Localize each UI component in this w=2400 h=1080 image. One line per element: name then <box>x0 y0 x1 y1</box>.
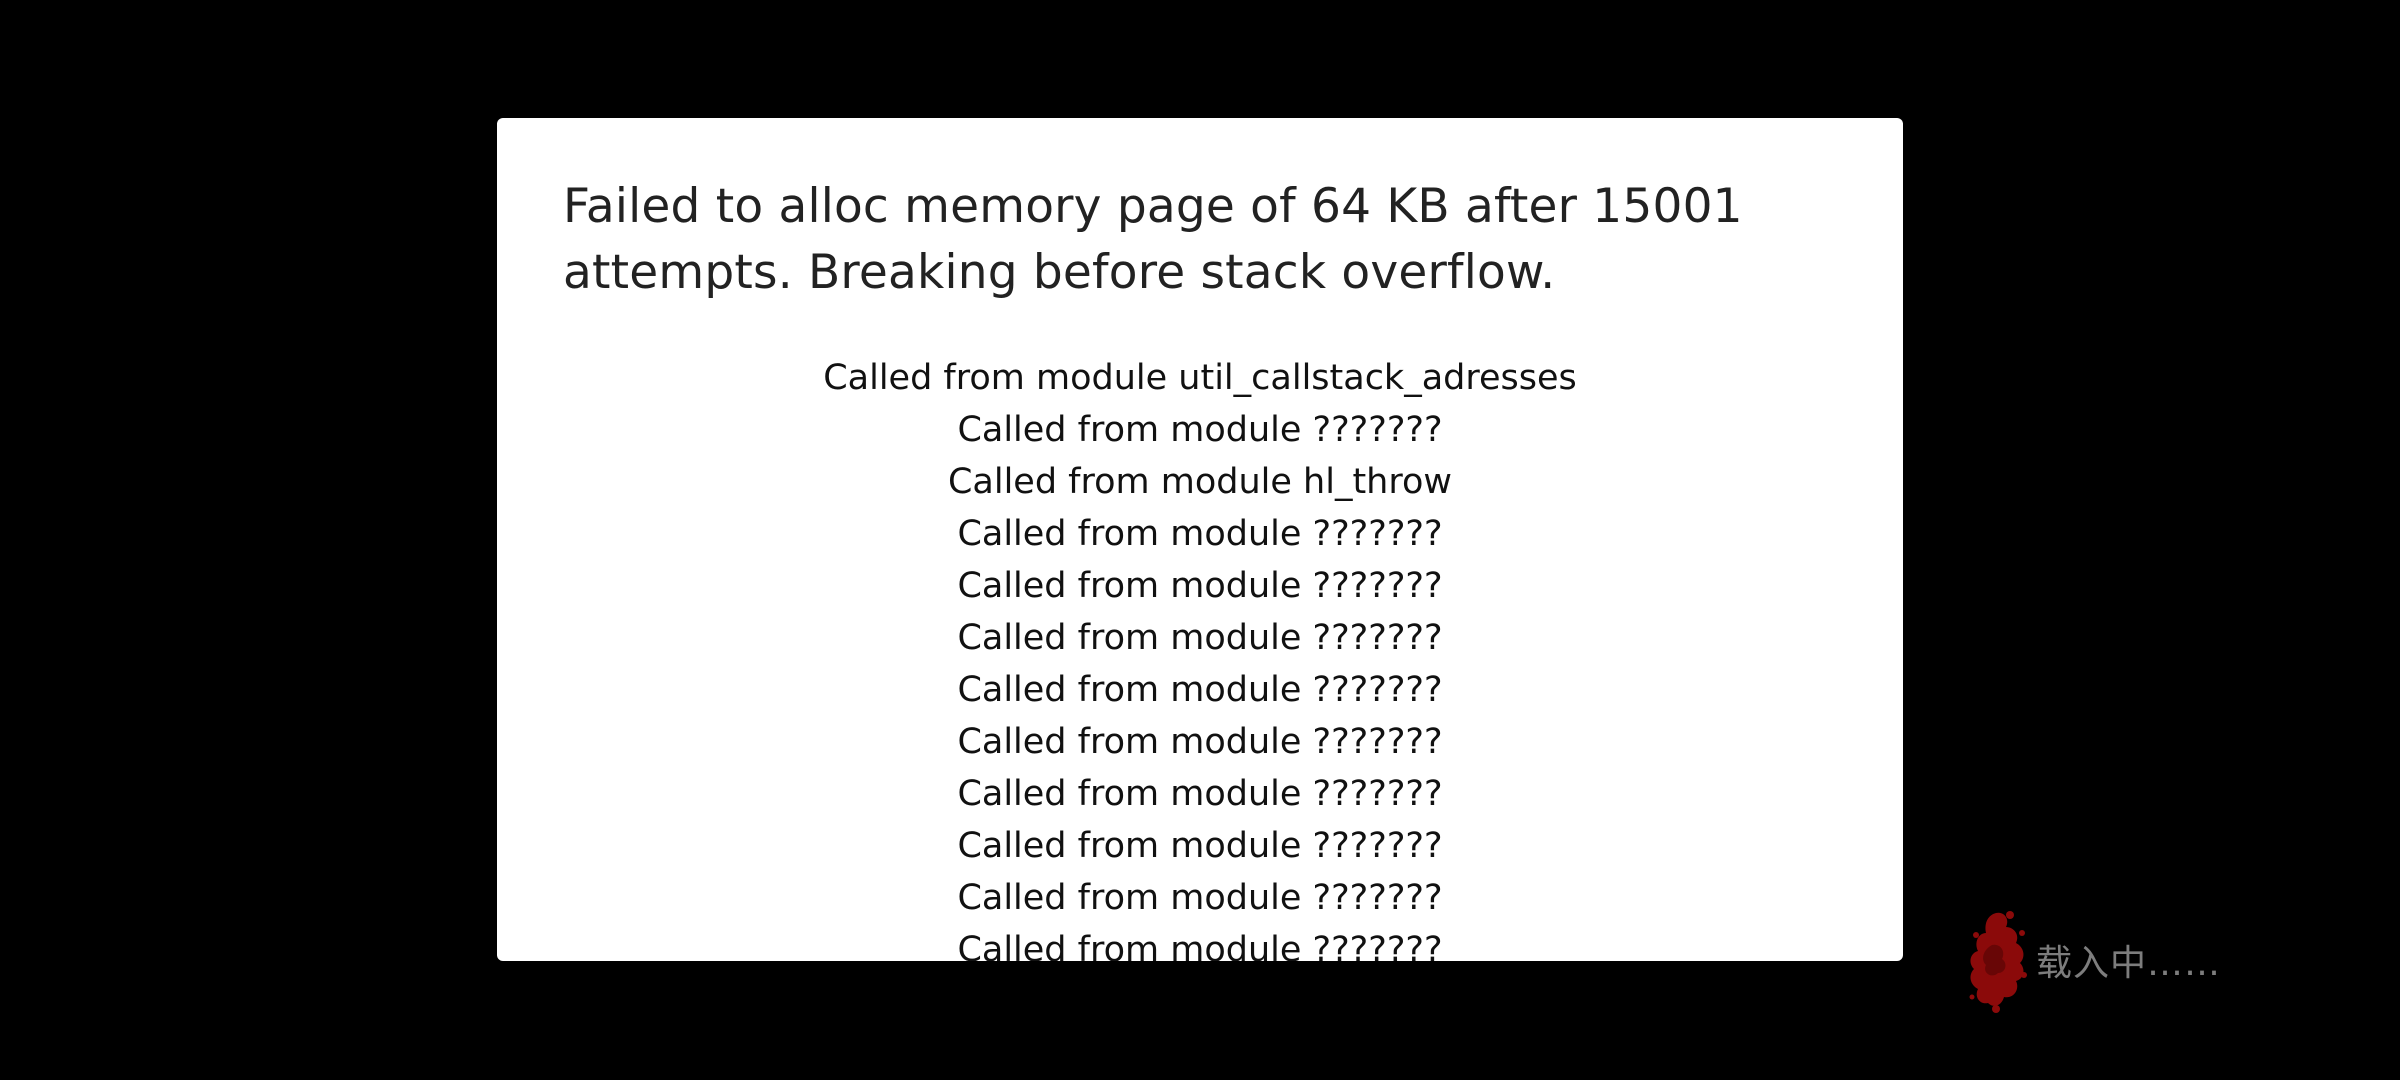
callstack-line: Called from module ??????? <box>957 930 1443 961</box>
error-message: Failed to alloc memory page of 64 KB aft… <box>563 179 1743 300</box>
callstack-list: Called from module util_callstack_adress… <box>497 352 1903 961</box>
callstack-line: Called from module ??????? <box>957 514 1443 554</box>
callstack-line: Called from module ??????? <box>957 878 1443 918</box>
red-splatter-icon <box>1969 911 2027 1013</box>
loading-indicator: 载入中…… <box>1966 905 2221 1015</box>
callstack-line: Called from module ??????? <box>957 670 1443 710</box>
error-dialog: Failed to alloc memory page of 64 KB aft… <box>497 118 1903 961</box>
callstack-line: Called from module ??????? <box>957 826 1443 866</box>
callstack-line: Called from module ??????? <box>957 774 1443 814</box>
loading-text: 载入中…… <box>2036 943 2222 984</box>
callstack-line: Called from module ??????? <box>957 566 1443 606</box>
callstack-line: Called from module hl_throw <box>947 462 1453 502</box>
callstack-line: Called from module ??????? <box>957 722 1443 762</box>
callstack-line: Called from module util_callstack_adress… <box>823 358 1577 398</box>
callstack-line: Called from module ??????? <box>957 410 1443 450</box>
callstack-line: Called from module ??????? <box>957 618 1443 658</box>
